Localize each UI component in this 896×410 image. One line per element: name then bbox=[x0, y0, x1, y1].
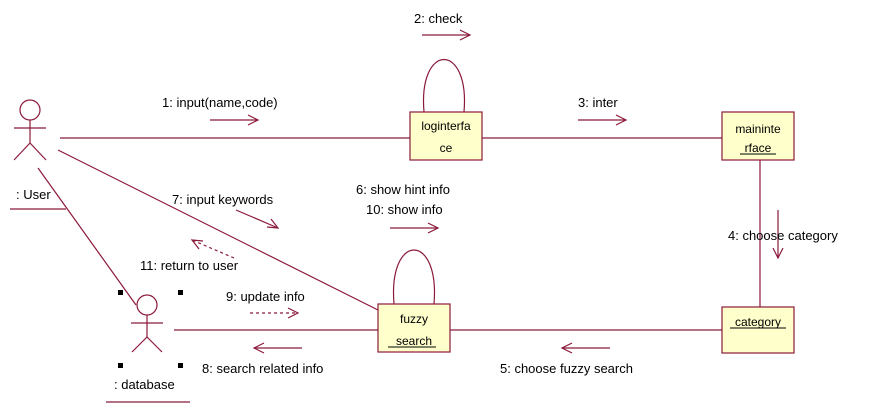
message-arrow-7 bbox=[235, 209, 280, 229]
message-label-5: 5: choose fuzzy search bbox=[500, 361, 633, 376]
object-fuzzy-line2: search bbox=[396, 334, 432, 348]
object-fuzzy-search[interactable]: fuzzy search bbox=[377, 303, 451, 353]
message-arrow-9 bbox=[250, 307, 300, 319]
message-label-1: 1: input(name,code) bbox=[162, 95, 278, 110]
object-box bbox=[377, 303, 451, 353]
selection-handle[interactable] bbox=[118, 290, 123, 295]
actor-database-label: : database bbox=[114, 377, 175, 392]
message-arrow-11 bbox=[190, 239, 235, 259]
message-arrow-6-10 bbox=[390, 222, 440, 234]
object-main-interface[interactable]: maininte rface bbox=[721, 111, 795, 161]
message-arrow-3 bbox=[578, 114, 628, 126]
object-box bbox=[409, 111, 483, 161]
object-category[interactable]: category bbox=[721, 306, 795, 354]
actor-user-left-leg bbox=[13, 142, 31, 161]
selection-handle[interactable] bbox=[178, 290, 183, 295]
message-label-7: 7: input keywords bbox=[172, 192, 274, 207]
selection-handle[interactable] bbox=[118, 363, 123, 368]
object-category-line1: category bbox=[735, 315, 781, 329]
object-login-line1: loginterfa bbox=[421, 119, 471, 133]
message-label-6: 6: show hint info bbox=[356, 182, 450, 197]
self-loop-login[interactable] bbox=[422, 58, 466, 113]
self-loop-fuzzy[interactable] bbox=[392, 249, 436, 305]
actor-database[interactable]: : database bbox=[106, 290, 190, 403]
message-label-10: 10: show info bbox=[366, 202, 443, 217]
actor-user[interactable]: : User bbox=[10, 99, 66, 210]
message-arrow-1 bbox=[210, 114, 260, 126]
link-user-database[interactable] bbox=[37, 167, 137, 306]
actor-database-head bbox=[136, 294, 158, 316]
object-main-line1: maininte bbox=[735, 122, 781, 136]
object-box bbox=[721, 306, 795, 354]
message-label-4: 4: choose category bbox=[728, 228, 838, 243]
actor-user-right-leg bbox=[29, 142, 47, 161]
object-fuzzy-line1: fuzzy bbox=[400, 312, 428, 326]
message-label-9: 9: update info bbox=[226, 289, 305, 304]
message-label-11: 11: return to user bbox=[140, 258, 239, 273]
selection-handle[interactable] bbox=[178, 363, 183, 368]
actor-user-head bbox=[19, 99, 41, 121]
object-main-line2: rface bbox=[745, 141, 772, 155]
link-user-fuzzy[interactable] bbox=[57, 149, 379, 311]
message-arrow-2 bbox=[422, 29, 472, 41]
message-arrow-4 bbox=[772, 210, 784, 260]
actor-database-right-leg bbox=[146, 336, 163, 353]
message-label-3: 3: inter bbox=[578, 95, 618, 110]
message-label-8: 8: search related info bbox=[202, 361, 323, 376]
message-arrow-5 bbox=[560, 342, 610, 354]
message-label-2: 2: check bbox=[414, 11, 463, 26]
object-login-line2: ce bbox=[440, 141, 453, 155]
actor-user-label: : User bbox=[16, 187, 51, 202]
object-box bbox=[721, 111, 795, 161]
object-login-interface[interactable]: loginterfa ce bbox=[409, 111, 483, 161]
message-arrow-8 bbox=[252, 342, 302, 354]
actor-database-left-leg bbox=[131, 336, 148, 353]
